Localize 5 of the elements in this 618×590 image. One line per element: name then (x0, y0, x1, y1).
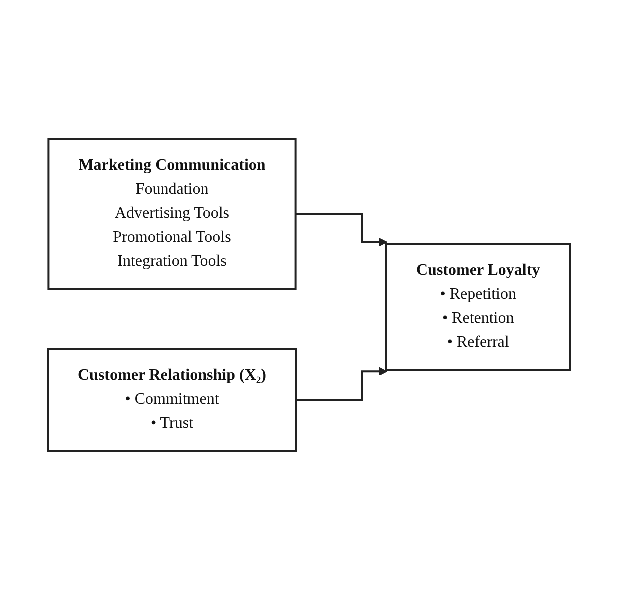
node-box: Customer Loyalty • Repetition • Retention • Referral (385, 243, 572, 371)
arrow (296, 367, 388, 401)
node-box: Customer Relationship (X₂) • Commitment • Trust (46, 348, 298, 452)
arrow (296, 213, 388, 247)
node-box: Marketing Communication Foundation Advertising Tools Promotional Tools Integration Tools (48, 138, 297, 290)
